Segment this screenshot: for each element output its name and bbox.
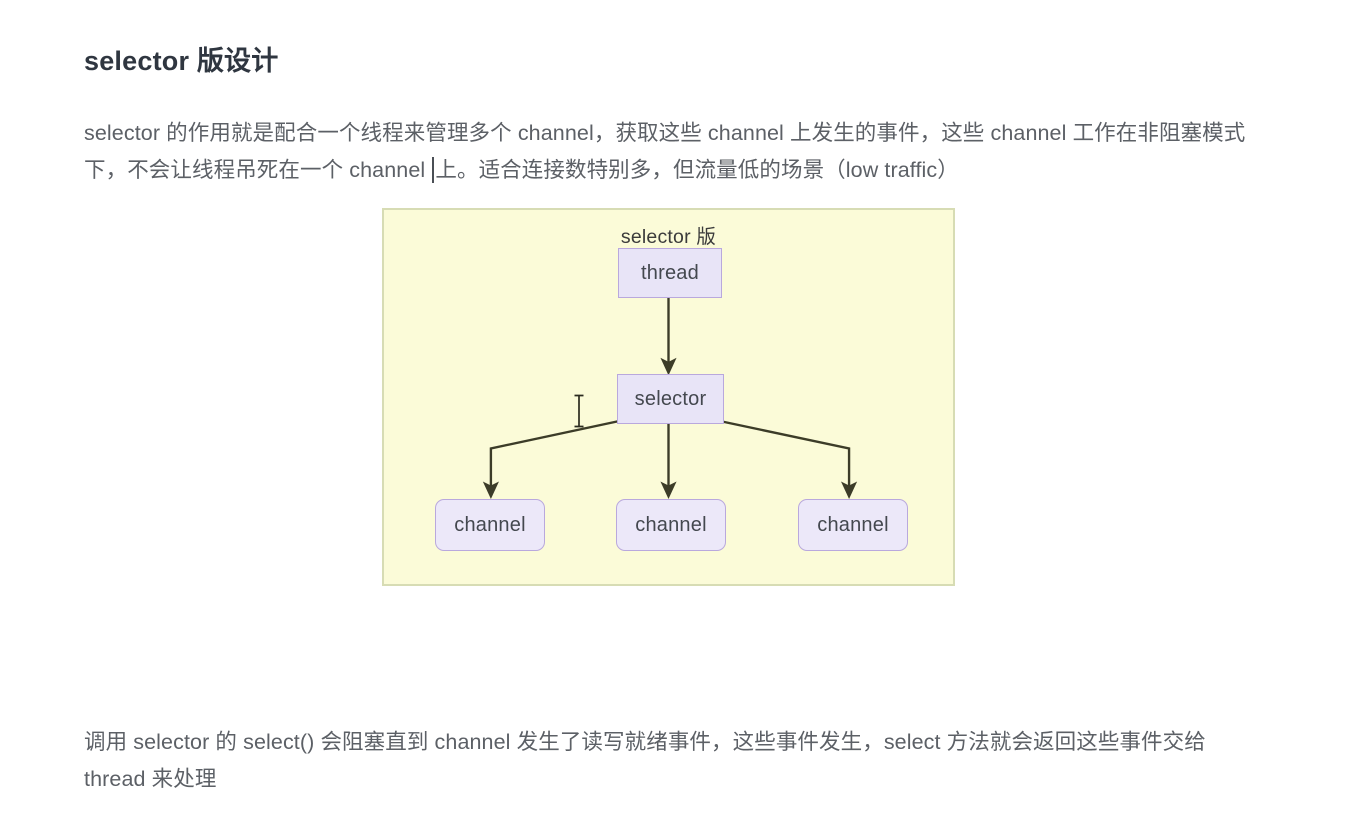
node-channel-1-label: channel	[454, 513, 526, 536]
paragraph-conclusion: 调用 selector 的 select() 会阻塞直到 channel 发生了…	[84, 729, 1206, 791]
text-caret	[432, 156, 435, 183]
diagram-title: selector 版	[620, 226, 717, 248]
edge-selector-to-channel-3	[718, 419, 858, 500]
edge-selector-to-channel-1	[482, 419, 621, 500]
node-channel-2-label: channel	[635, 513, 707, 536]
node-channel-3-label: channel	[817, 513, 889, 536]
paragraph-intro: selector 的作用就是配合一个线程来管理多个 channel，获取这些 c…	[84, 115, 1254, 189]
page-title: selector 版设计	[84, 46, 279, 77]
paragraph-intro-text-after-caret: 上。适合连接数特别多，但流量低的场景（low traffic）	[435, 157, 959, 182]
selector-architecture-diagram: selector 版 thread selector channel	[382, 208, 955, 586]
node-channel-3: channel	[798, 499, 908, 551]
node-thread-label: thread	[641, 261, 699, 284]
mouse-text-cursor-icon	[574, 394, 584, 428]
node-thread: thread	[618, 248, 722, 298]
node-selector: selector	[617, 374, 724, 424]
node-channel-2: channel	[616, 499, 726, 551]
node-channel-1: channel	[435, 499, 545, 551]
node-selector-label: selector	[634, 387, 707, 410]
paragraph-intro-text-before-caret: selector 的作用就是配合一个线程来管理多个 channel，获取这些 c…	[84, 120, 1246, 182]
